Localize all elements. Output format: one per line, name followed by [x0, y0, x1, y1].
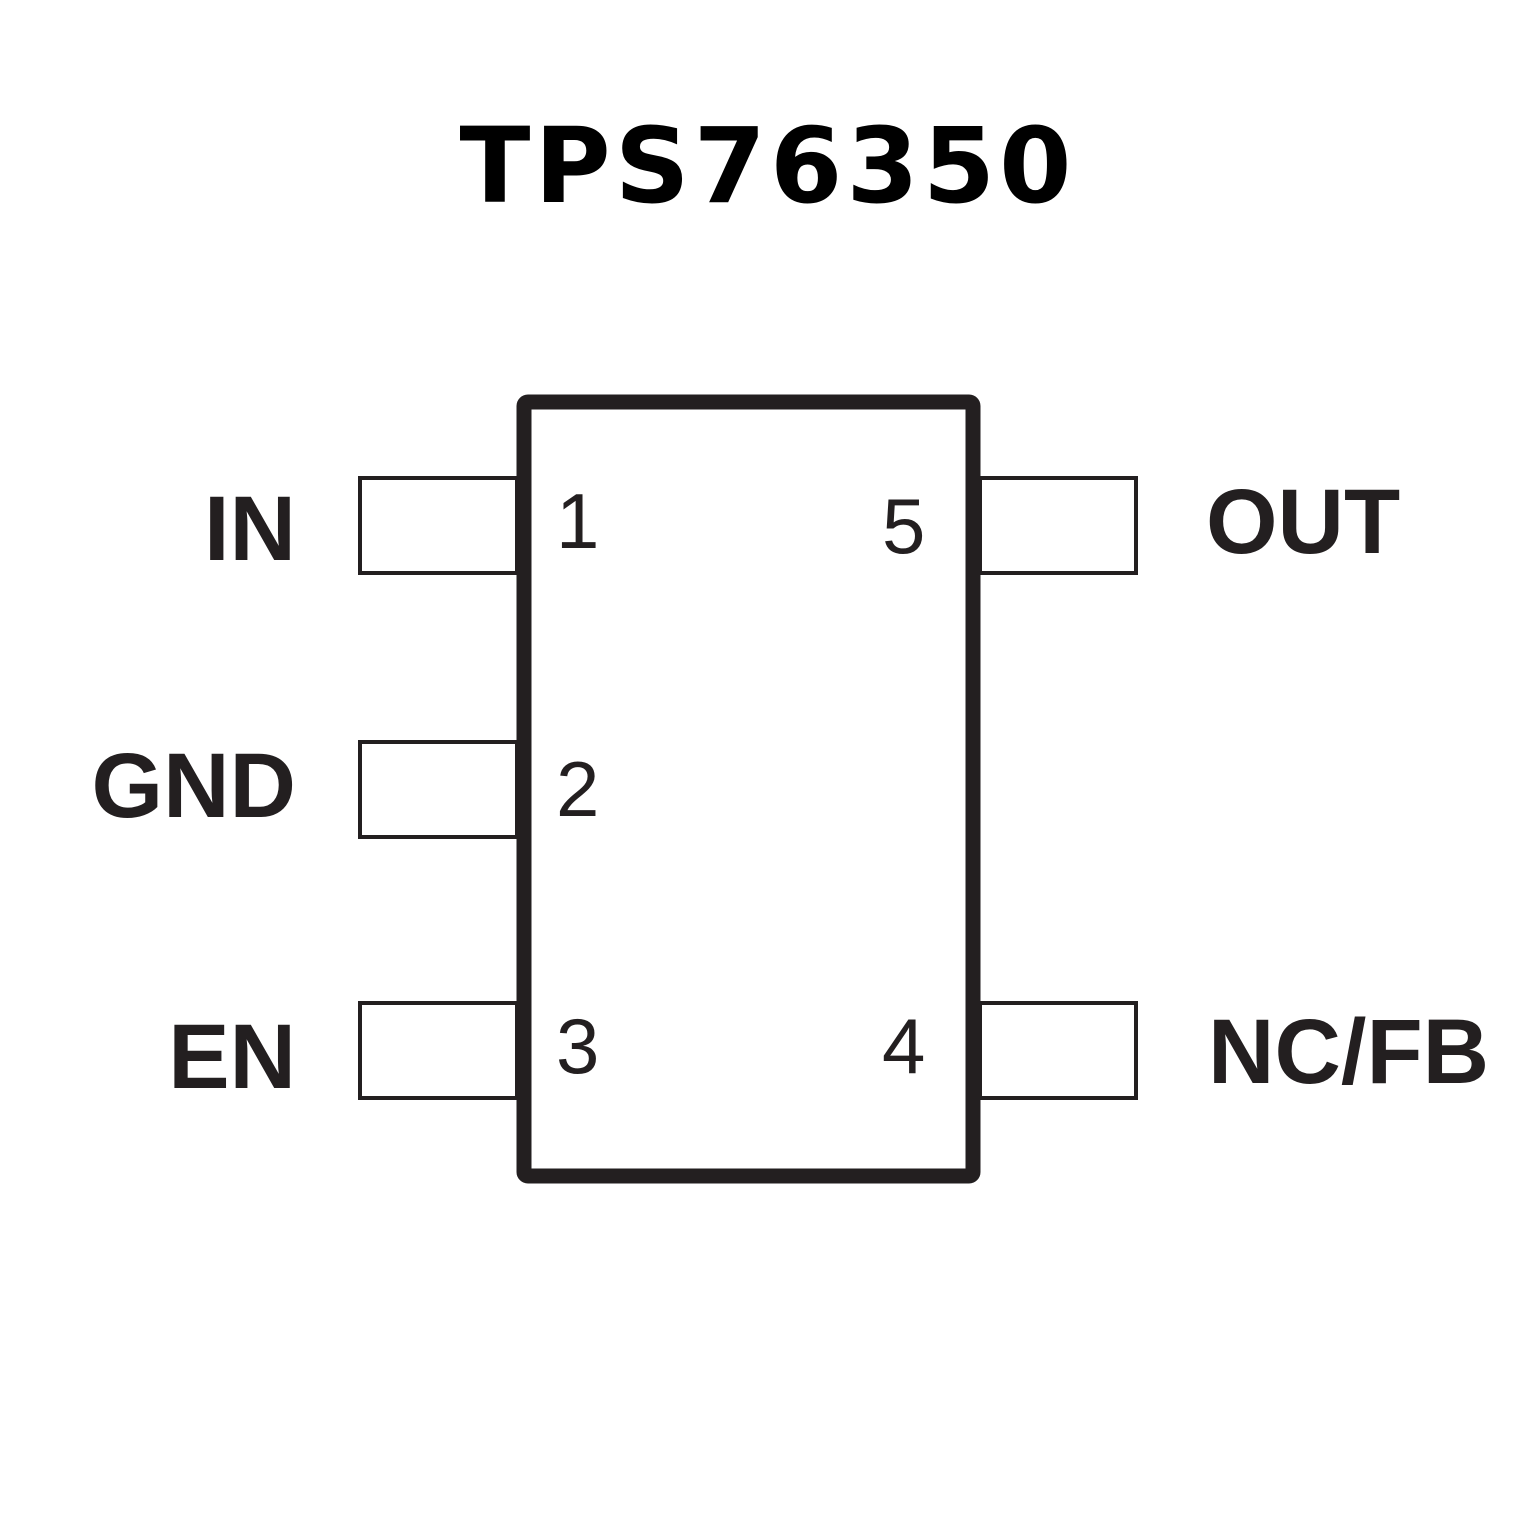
pin-2-number: 2	[556, 745, 599, 833]
pin-5-lead	[978, 476, 1138, 575]
pin-2-lead	[358, 740, 519, 839]
pin-5-label: OUT	[1206, 471, 1400, 573]
package-body	[516, 394, 981, 1184]
pin-5-number: 5	[882, 482, 925, 570]
pin-3-number: 3	[556, 1002, 599, 1090]
pin-4-label: NC/FB	[1208, 1001, 1489, 1103]
pin-2-label: GND	[92, 735, 296, 837]
pin-1-label: IN	[204, 478, 296, 580]
part-number-title: TPS76350	[459, 105, 1076, 227]
pin-3-label: EN	[168, 1006, 296, 1108]
pin-3-lead	[358, 1001, 519, 1100]
pin-1-lead	[358, 476, 519, 575]
pin-4-number: 4	[882, 1002, 925, 1090]
pin-4-lead	[978, 1001, 1138, 1100]
pin-1-number: 1	[556, 477, 599, 565]
